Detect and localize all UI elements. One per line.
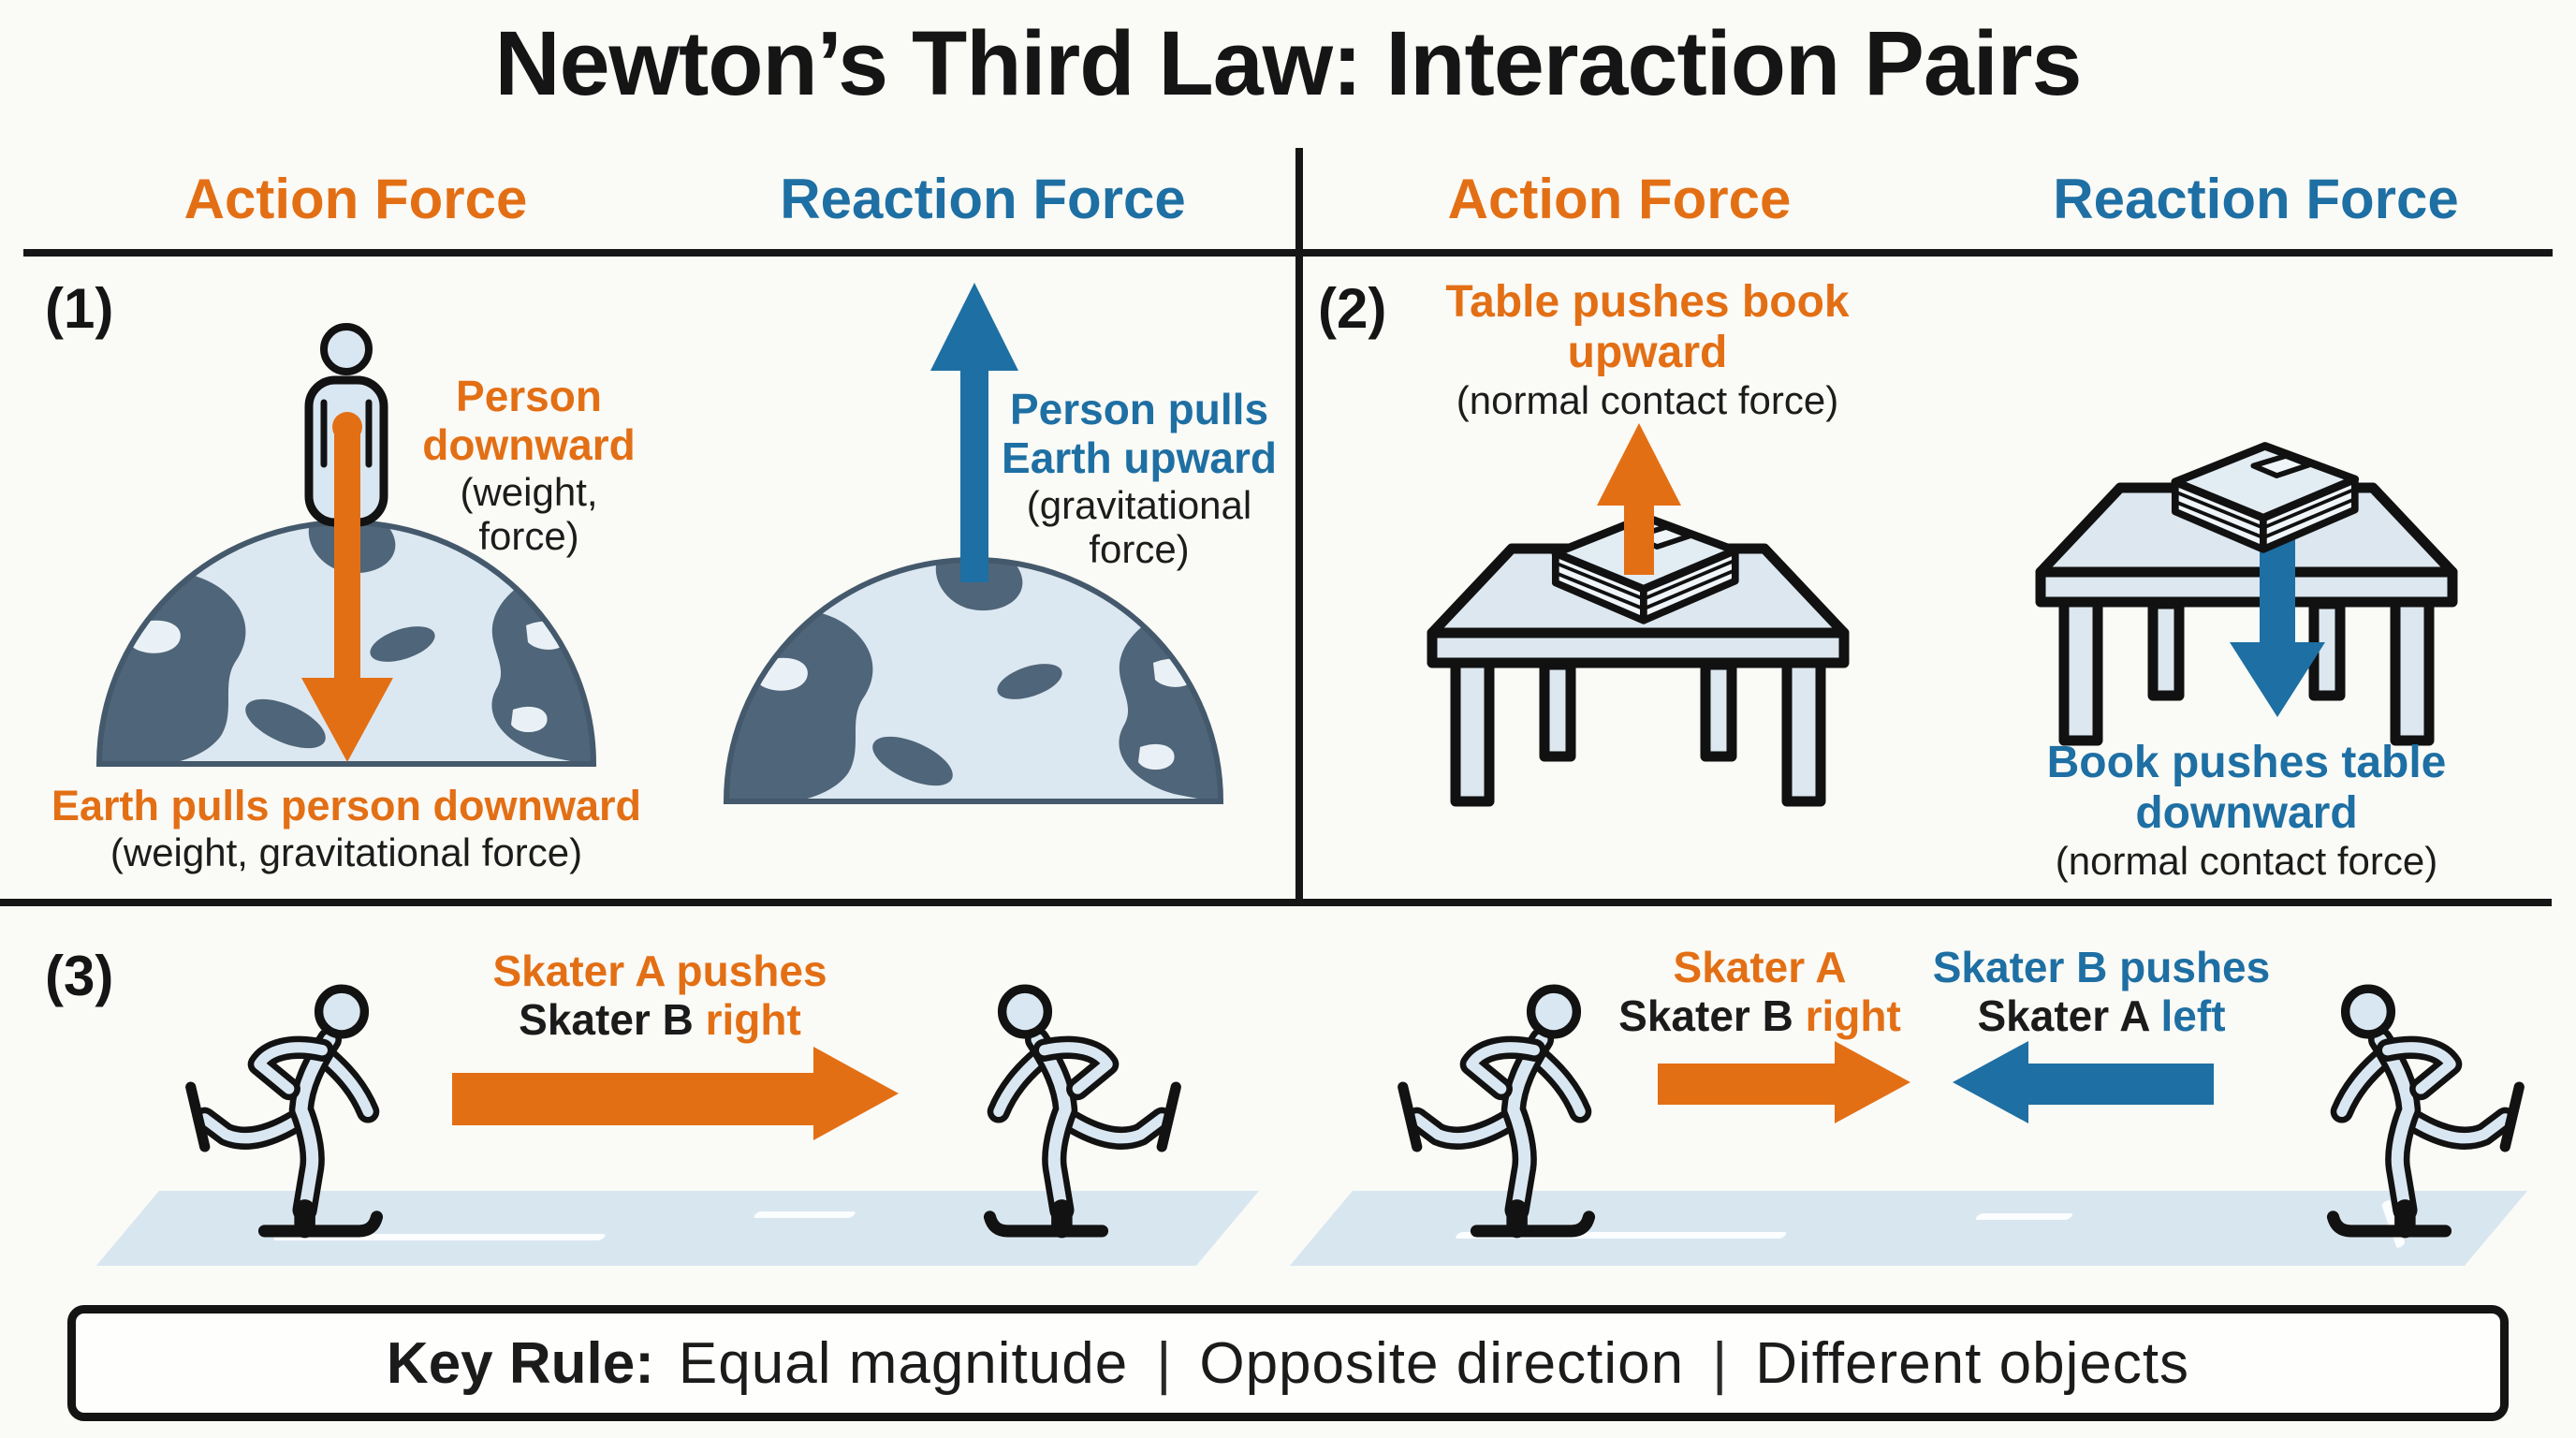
left-arrow-reaction-pair2-icon (1953, 1041, 2214, 1123)
panel1-reaction-label-block: Person pulls Earth upward (gravitational… (994, 385, 1284, 572)
pair2-reaction-label-block: Skater B pushes Skater A left (1910, 943, 2293, 1041)
pair1-action-label-block: Skater A pushes Skater B right (473, 946, 847, 1045)
right-arrow-action-pair1-icon (452, 1047, 899, 1140)
skater-b-icon-pair1 (927, 981, 1208, 1253)
panel1-action-caption-note: (weight, gravitational force) (110, 829, 583, 874)
panel1-reaction-label: Person pulls Earth upward (1002, 385, 1277, 482)
key-rule-item-3: Different objects (1755, 1330, 2190, 1396)
key-rule-separator-1: | (1156, 1330, 1172, 1396)
panel1-action-label-note: (weight, force) (460, 469, 598, 559)
panel2-reaction-label: Book pushes table downward (2046, 738, 2447, 839)
page-title: Newton’s Third Law: Interaction Pairs (494, 12, 2083, 114)
down-arrow-action-icon (301, 412, 393, 762)
up-arrow-action-icon (1597, 423, 1681, 575)
key-rule-item-1: Equal magnitude (678, 1330, 1129, 1396)
header-action-force-left: Action Force (183, 168, 528, 230)
pair1-action-line2: Skater B right (473, 994, 847, 1045)
pair1-action-line1: Skater A pushes (492, 946, 827, 995)
panel1-action-label-block: Person downward (weight, force) (412, 372, 646, 559)
header-reaction-force-left: Reaction Force (780, 168, 1186, 230)
right-arrow-action-pair2-icon (1658, 1041, 1910, 1123)
header-divider-line (23, 249, 2553, 257)
key-rule-box: Key Rule: Equal magnitude | Opposite dir… (67, 1305, 2509, 1421)
pair2-reaction-line2-accent: left (2160, 990, 2226, 1040)
panel1-action-caption-block: Earth pulls person downward (weight, gra… (19, 782, 674, 874)
up-arrow-reaction-icon (930, 283, 1018, 582)
pair2-action-label-block: Skater A Skater B right (1582, 943, 1938, 1041)
panel2-action-label: Table pushes book upward (1445, 277, 1850, 378)
header-reaction-force-right: Reaction Force (2053, 168, 2459, 230)
skater-b-icon-pair2 (2270, 981, 2551, 1253)
panel2-reaction-label-note: (normal contact force) (2055, 839, 2438, 884)
pair2-reaction-line2-prefix: Skater A (1977, 990, 2161, 1040)
panel2-action-label-note: (normal contact force) (1456, 378, 1839, 423)
key-rule-separator-2: | (1712, 1330, 1728, 1396)
key-rule-label: Key Rule: (386, 1330, 654, 1396)
vertical-divider-line (1295, 148, 1303, 906)
panel1-action-caption: Earth pulls person downward (51, 782, 642, 829)
pair2-reaction-line2: Skater A left (1910, 990, 2293, 1041)
mid-divider-line (0, 899, 2552, 906)
pair1-action-line2-prefix: Skater B (519, 994, 706, 1044)
panel2-number: (2) (1318, 277, 1387, 340)
panel1-number: (1) (45, 277, 114, 340)
panel1-reaction-label-note: (gravitational force) (1026, 482, 1252, 572)
pair2-action-line2-prefix: Skater B (1618, 990, 1806, 1040)
skater-a-icon-pair1 (159, 981, 440, 1253)
panel2-action-label-block: Table pushes book upward (normal contact… (1385, 277, 1910, 423)
panel1-action-label: Person downward (422, 372, 636, 469)
pair2-action-line2: Skater B right (1582, 990, 1938, 1041)
panel3-number: (3) (45, 945, 114, 1007)
pair2-action-line1: Skater A (1673, 943, 1847, 991)
pair1-action-line2-accent: right (705, 994, 801, 1044)
book-icon-reaction (2144, 433, 2378, 567)
header-action-force-right: Action Force (1447, 168, 1792, 230)
key-rule-item-2: Opposite direction (1199, 1330, 1685, 1396)
pair2-reaction-line1: Skater B pushes (1932, 943, 2271, 991)
panel2-reaction-label-block: Book pushes table downward (normal conta… (1984, 738, 2509, 884)
pair2-action-line2-accent: right (1805, 990, 1901, 1040)
